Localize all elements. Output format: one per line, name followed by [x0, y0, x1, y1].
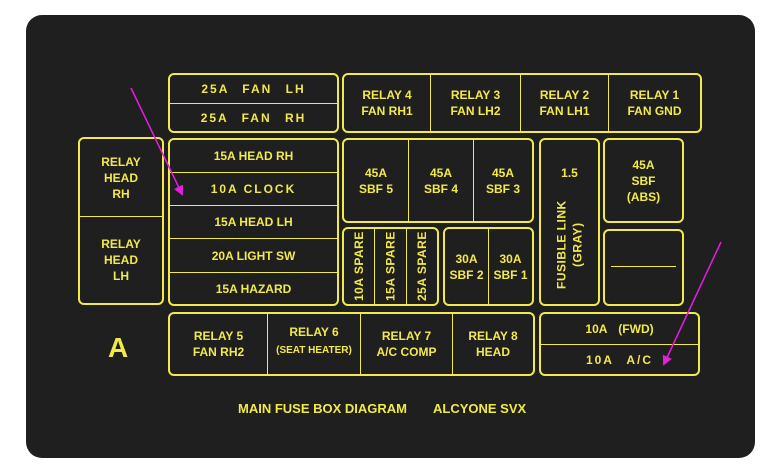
divider [473, 140, 474, 221]
relay-2: RELAY 2 FAN LH1 [539, 88, 590, 118]
fuse-hazard: 15A HAZARD [215, 281, 292, 296]
divider [267, 314, 268, 374]
divider [608, 75, 609, 131]
fuse-head-rh: 15A HEAD RH [213, 149, 294, 163]
fuse-light-sw: 20A LIGHT SW [211, 248, 296, 263]
sbf-bottom-box [443, 227, 534, 306]
sbf-abs: 45A SBF (ABS) [626, 157, 661, 204]
head-relay-box [78, 137, 164, 305]
section-letter: A [108, 332, 129, 363]
fuse-fan-rh: 25A FAN RH [200, 111, 307, 125]
divider [360, 314, 361, 374]
caption-model: ALCYONE SVX [433, 401, 527, 416]
divider [170, 272, 337, 273]
relay-6: RELAY 6 [289, 325, 339, 339]
fuse-ac: 10A A/C [585, 352, 654, 367]
sbf-2: 30A SBF 2 [449, 251, 484, 282]
fusible-link-box [539, 138, 600, 306]
relay-6-seat-heater: (SEAT HEATER) [276, 345, 352, 356]
divider [541, 344, 698, 345]
spare-fuse-box [342, 227, 439, 306]
divider [452, 314, 453, 374]
fusible-link-rating: 1.5 [561, 166, 578, 180]
relay-5: RELAY 5 FAN RH2 [192, 329, 245, 359]
divider [488, 229, 489, 304]
divider [170, 172, 337, 173]
fuse-box-panel [26, 15, 755, 458]
bottom-relay-box [168, 312, 535, 376]
relay-1: RELAY 1 FAN GND [627, 88, 682, 118]
fuse-fwd: 10A (FWD) [585, 322, 654, 336]
divider [520, 75, 521, 131]
sbf-5: 45A SBF 5 [358, 165, 393, 196]
empty-slot-box [603, 229, 684, 306]
caption-title: MAIN FUSE BOX DIAGRAM [238, 401, 407, 416]
divider [170, 205, 337, 206]
sbf-4: 45A SBF 4 [423, 165, 458, 196]
top-relay-box [342, 73, 702, 133]
divider [170, 238, 337, 239]
mid-fuse-box [168, 138, 339, 306]
empty-slot-line [611, 266, 676, 267]
divider [430, 75, 431, 131]
fuse-fan-lh: 25A FAN LH [201, 82, 306, 96]
relay-8: RELAY 8 HEAD [468, 329, 518, 359]
arrow-clock [130, 87, 184, 196]
sbf-top-box [342, 138, 534, 223]
relay-4: RELAY 4 FAN RH1 [361, 88, 413, 118]
relay-head-rh: RELAY HEAD RH [101, 154, 141, 201]
divider [408, 140, 409, 221]
fwd-fuse-box [539, 312, 700, 376]
arrow-ac [662, 241, 722, 366]
sbf-abs-box [603, 138, 684, 223]
sbf-1: 30A SBF 1 [493, 251, 528, 282]
divider [406, 229, 407, 304]
sbf-3: 45A SBF 3 [485, 165, 520, 196]
divider [170, 103, 337, 104]
divider [374, 229, 375, 304]
relay-head-lh: RELAY HEAD LH [101, 237, 141, 283]
relay-3: RELAY 3 FAN LH2 [450, 88, 501, 118]
fuse-head-lh: 15A HEAD LH [214, 215, 293, 229]
relay-7: RELAY 7 A/C COMP [376, 329, 437, 359]
divider [80, 216, 162, 217]
diagram-caption: MAIN FUSE BOX DIAGRAM ALCYONE SVX [238, 401, 526, 416]
fuse-clock: 10A CLOCK [210, 182, 297, 196]
fan-fuse-box [168, 73, 339, 133]
